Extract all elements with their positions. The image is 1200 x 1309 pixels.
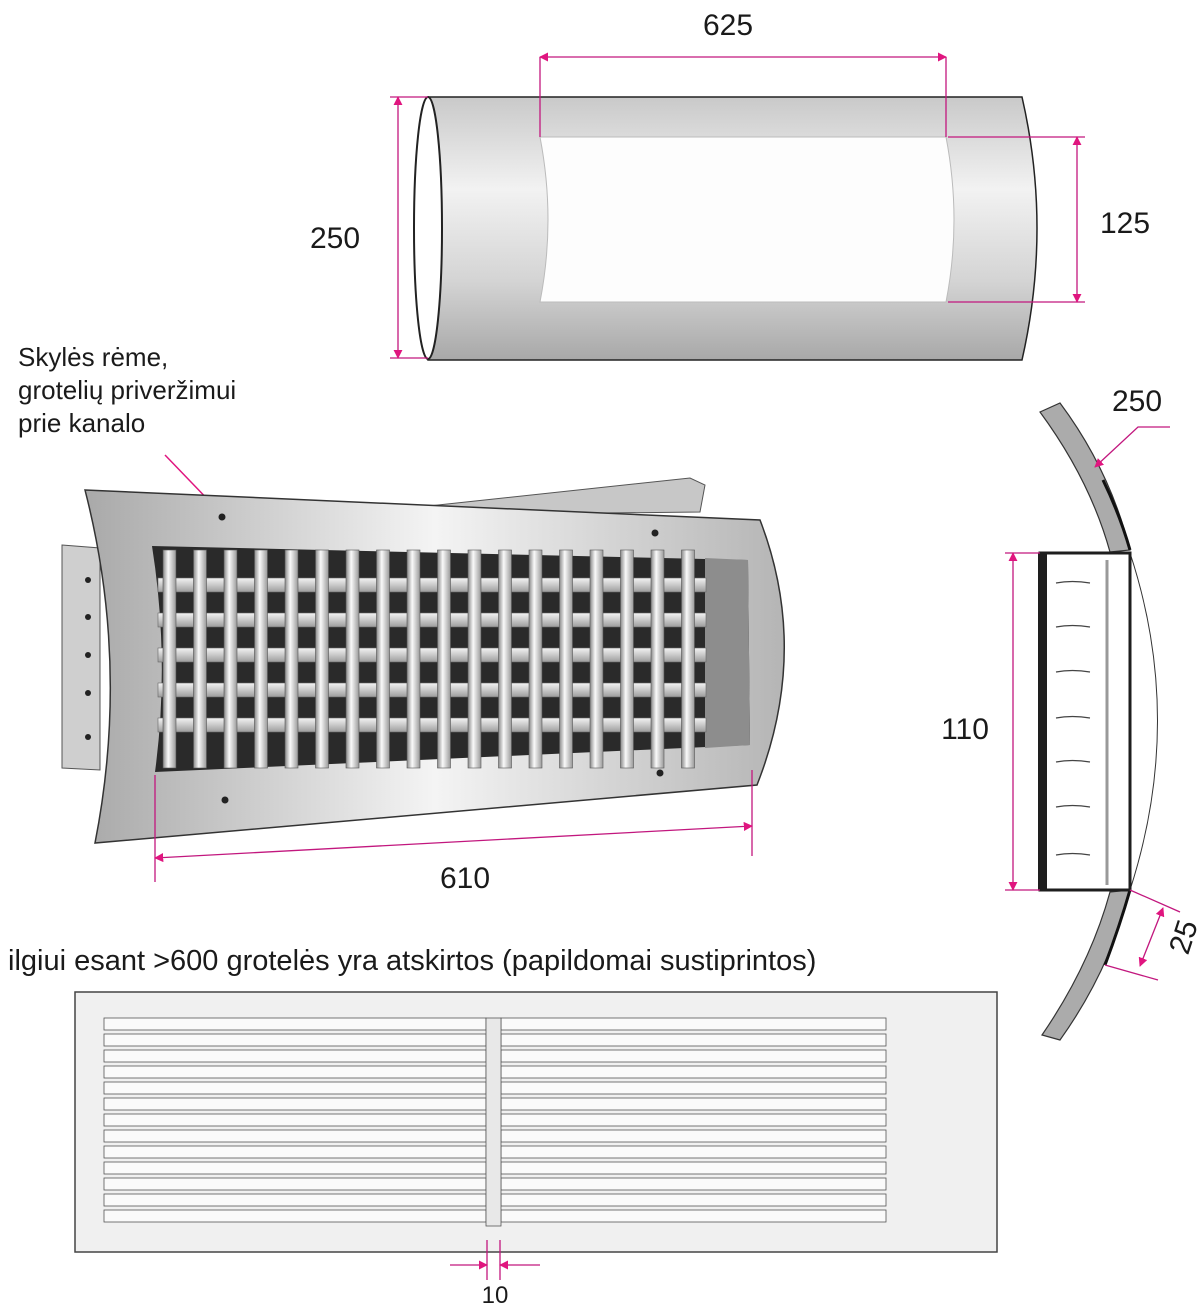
dimension-line-610 [154, 821, 753, 863]
frame-hole [218, 513, 226, 521]
profile-radius-label: 250 [1112, 385, 1162, 418]
profile-louver [1055, 852, 1091, 856]
vertical-louver [345, 549, 360, 769]
vertical-louvers [162, 549, 695, 769]
vertical-louver [498, 549, 512, 769]
slat-right [500, 1097, 887, 1111]
profile-louver [1055, 759, 1091, 763]
vertical-louver [620, 549, 634, 769]
vertical-louver [650, 549, 665, 769]
slat-right [500, 1145, 887, 1159]
vertical-louver [467, 549, 482, 769]
vertical-louver [559, 549, 573, 769]
grille-box [1038, 551, 1132, 892]
bottom-flange [1041, 889, 1131, 1041]
profile-height-label: 110 [941, 713, 989, 746]
slat-left [103, 1129, 487, 1143]
slat-left [103, 1081, 487, 1095]
frame-hole [221, 796, 229, 804]
slat-right [500, 1209, 887, 1223]
dimension-line-25 [1138, 907, 1165, 967]
split-note: ilgiui esant >600 grotelės yra atskirtos… [8, 945, 816, 977]
slat-right [500, 1081, 887, 1095]
plate-hole [85, 690, 91, 696]
grille-inner-side [705, 558, 750, 748]
vertical-louver [589, 549, 604, 769]
vertical-louver [528, 549, 543, 769]
slat-right [500, 1177, 887, 1191]
vertical-louver [223, 549, 238, 769]
grille-drawing: Skylės rėme, grotelių priveržimui prie k… [18, 342, 785, 895]
vertical-louver [254, 549, 268, 769]
plate-hole [85, 734, 91, 740]
profile-louvers [1055, 580, 1091, 856]
side-mount-plate [61, 544, 101, 771]
plate-hole [85, 614, 91, 620]
vertical-louver [315, 549, 329, 769]
slat-left [103, 1113, 487, 1127]
slat-left [103, 1017, 487, 1031]
slat-left [103, 1097, 487, 1111]
profile-flange-label: 25 [1163, 916, 1200, 958]
duct-arc [1129, 552, 1158, 891]
duct-opening-label: 125 [1100, 207, 1150, 240]
plate-hole [85, 652, 91, 658]
slat-right [500, 1193, 887, 1207]
duct-opening [539, 136, 955, 303]
split-grille-drawing: ilgiui esant >600 grotelės yra atskirtos… [8, 945, 998, 1309]
frame-hole [651, 529, 659, 537]
slat-right [500, 1033, 887, 1047]
profile-drawing: 250 110 25 [941, 385, 1200, 1041]
slat-left [103, 1049, 487, 1063]
profile-louver [1055, 715, 1091, 719]
radius-leader [1094, 426, 1170, 468]
slat-left [103, 1033, 487, 1047]
duct-end-ellipse [413, 96, 443, 360]
grille-width-label: 610 [440, 862, 490, 895]
frame-hole [656, 769, 664, 777]
slat-left [103, 1065, 487, 1079]
hole-annotation: Skylės rėme, grotelių priveržimui prie k… [18, 342, 243, 438]
slat-left [103, 1145, 487, 1159]
vertical-louver [193, 549, 207, 769]
frame-holes [85, 513, 664, 804]
vertical-louver [162, 549, 177, 769]
slat-right [500, 1161, 887, 1175]
vertical-louver [284, 549, 299, 769]
vertical-louver [406, 549, 421, 769]
vertical-louver [376, 549, 390, 769]
split-grille-slats [103, 1017, 887, 1227]
slat-left [103, 1193, 487, 1207]
duct-length-label: 625 [703, 9, 753, 42]
slat-right [500, 1017, 887, 1031]
gap-label: 10 [482, 1282, 509, 1309]
duct-drawing: 625 250 125 [310, 9, 1150, 361]
profile-louver [1055, 624, 1091, 628]
vertical-louver [681, 549, 695, 769]
slat-right [500, 1113, 887, 1127]
profile-louver [1055, 669, 1091, 673]
duct-diameter-label: 250 [310, 222, 360, 255]
top-flange [1039, 402, 1131, 553]
slat-right [500, 1129, 887, 1143]
center-divider [485, 1017, 502, 1227]
vertical-louver [437, 549, 451, 769]
slat-left [103, 1177, 487, 1191]
slat-left [103, 1209, 487, 1223]
plate-hole [85, 577, 91, 583]
slat-right [500, 1065, 887, 1079]
slat-left [103, 1161, 487, 1175]
slat-right [500, 1049, 887, 1063]
profile-louver [1055, 580, 1091, 584]
profile-louver [1055, 804, 1091, 808]
